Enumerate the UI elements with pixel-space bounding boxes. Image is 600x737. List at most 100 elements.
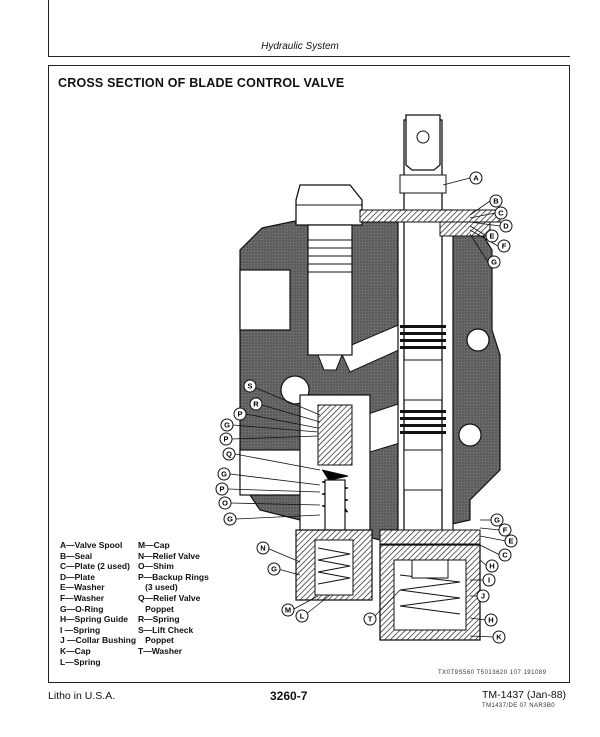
callout-b: B bbox=[489, 194, 503, 208]
section-title: CROSS SECTION OF BLADE CONTROL VALVE bbox=[58, 76, 345, 90]
relief-cap-inner bbox=[314, 539, 354, 596]
legend-item: J —Collar Bushing bbox=[60, 635, 137, 646]
callout-s: S bbox=[243, 379, 257, 393]
callout-h-2: H bbox=[484, 613, 498, 627]
svg-text:E: E bbox=[489, 232, 494, 241]
figure-frame bbox=[48, 65, 570, 683]
svg-text:K: K bbox=[496, 633, 502, 642]
spring-guide bbox=[411, 559, 449, 579]
leader-lines bbox=[227, 177, 507, 638]
callout-q: Q bbox=[222, 447, 236, 461]
legend-item: N—Relief Valve bbox=[138, 550, 200, 561]
callout-f-right: F bbox=[498, 523, 512, 537]
port-hole-right-lower bbox=[458, 423, 482, 447]
legend-item: A—Valve Spool bbox=[60, 540, 123, 550]
callout-a: A bbox=[469, 171, 483, 185]
callout-r: R bbox=[249, 397, 263, 411]
legend-column-2: M—Cap N—Relief Valve O—Shim P—Backup Rin… bbox=[138, 540, 209, 657]
plug-tip bbox=[317, 354, 343, 371]
callout-g-4: G bbox=[267, 562, 281, 576]
callout-p-1: P bbox=[233, 407, 247, 421]
legend-item: D—Plate bbox=[60, 571, 95, 582]
svg-text:G: G bbox=[494, 516, 500, 525]
callout-c: C bbox=[494, 206, 508, 220]
relief-valve-poppet bbox=[317, 404, 353, 466]
port-hole-right-upper bbox=[466, 328, 490, 352]
callout-l: L bbox=[295, 609, 309, 623]
svg-text:C: C bbox=[502, 551, 508, 560]
legend-item: (3 used) bbox=[138, 582, 178, 593]
svg-text:P: P bbox=[223, 435, 228, 444]
svg-text:P: P bbox=[237, 410, 242, 419]
callout-g-right: G bbox=[490, 513, 504, 527]
callout-d: D bbox=[499, 219, 513, 233]
svg-text:A: A bbox=[473, 174, 479, 183]
legend-item: E—Washer bbox=[60, 582, 105, 593]
figure-reference-code: TX0T9S560 T5013620 107 191089 bbox=[438, 670, 547, 676]
legend-item: G—O-Ring bbox=[60, 603, 104, 614]
top-seal bbox=[439, 221, 491, 237]
svg-text:R: R bbox=[253, 400, 259, 409]
footer-file-code: TM1437/DE 07 NAR3B0 bbox=[482, 703, 555, 709]
legend-item: Poppet bbox=[138, 635, 174, 646]
callout-o: O bbox=[218, 496, 232, 510]
svg-text:F: F bbox=[503, 526, 508, 535]
svg-text:F: F bbox=[502, 242, 507, 251]
svg-text:N: N bbox=[260, 544, 265, 553]
callout-g-top: G bbox=[487, 255, 501, 269]
footer-printing-note: Litho in U.S.A. bbox=[48, 690, 116, 702]
legend-item: O—Shim bbox=[138, 561, 174, 572]
svg-text:H: H bbox=[489, 562, 494, 571]
svg-text:I: I bbox=[488, 576, 490, 585]
legend-item: C—Plate (2 used) bbox=[60, 561, 130, 572]
svg-text:G: G bbox=[221, 470, 227, 479]
svg-text:P: P bbox=[219, 485, 224, 494]
spool-lands bbox=[400, 325, 446, 434]
svg-text:G: G bbox=[224, 421, 230, 430]
callout-i: I bbox=[482, 573, 496, 587]
svg-text:C: C bbox=[498, 209, 504, 218]
legend-item: Q—Relief Valve bbox=[138, 592, 201, 603]
svg-text:G: G bbox=[227, 515, 233, 524]
callout-m: M bbox=[281, 603, 295, 617]
svg-text:Q: Q bbox=[226, 450, 232, 459]
legend-item: P—Backup Rings bbox=[138, 571, 209, 582]
header-left-rule bbox=[48, 0, 49, 57]
svg-text:H: H bbox=[488, 616, 493, 625]
legend-item: M—Cap bbox=[138, 540, 170, 550]
callout-g-3: G bbox=[223, 512, 237, 526]
callout-g-1: G bbox=[220, 418, 234, 432]
footer-manual-id: TM-1437 (Jan-88) bbox=[482, 689, 567, 701]
legend-item: H—Spring Guide bbox=[60, 614, 128, 625]
plug-threads bbox=[308, 239, 352, 273]
callout-g-2: G bbox=[217, 467, 231, 481]
collar-bushing bbox=[379, 529, 481, 545]
legend-item: I —Spring bbox=[60, 624, 101, 635]
header-rule bbox=[48, 56, 570, 57]
left-port bbox=[239, 269, 291, 331]
legend-item: B—Seal bbox=[60, 550, 93, 561]
svg-text:E: E bbox=[508, 537, 513, 546]
legend-item: K—Cap bbox=[60, 645, 91, 656]
svg-text:L: L bbox=[300, 612, 305, 621]
callout-t: T bbox=[363, 612, 377, 626]
callout-p-3: P bbox=[215, 482, 229, 496]
callout-n: N bbox=[256, 541, 270, 555]
legend-item: R—Spring bbox=[138, 614, 180, 625]
svg-text:S: S bbox=[247, 382, 252, 391]
callout-h-1: H bbox=[485, 559, 499, 573]
svg-text:M: M bbox=[285, 606, 291, 615]
legend-item: T—Washer bbox=[138, 645, 183, 656]
svg-text:G: G bbox=[271, 565, 277, 574]
legend-column-1: A—Valve Spool B—Seal C—Plate (2 used) D—… bbox=[60, 540, 136, 667]
legend-item: Poppet bbox=[138, 603, 174, 614]
callout-e: E bbox=[485, 229, 499, 243]
svg-text:J: J bbox=[481, 592, 485, 601]
callout-c-right: C bbox=[498, 548, 512, 562]
page-header-title: Hydraulic System bbox=[261, 41, 339, 52]
svg-text:D: D bbox=[503, 222, 509, 231]
callout-p-2: P bbox=[219, 432, 233, 446]
spool-spring bbox=[399, 574, 461, 615]
legend-item: L—Spring bbox=[60, 656, 101, 667]
